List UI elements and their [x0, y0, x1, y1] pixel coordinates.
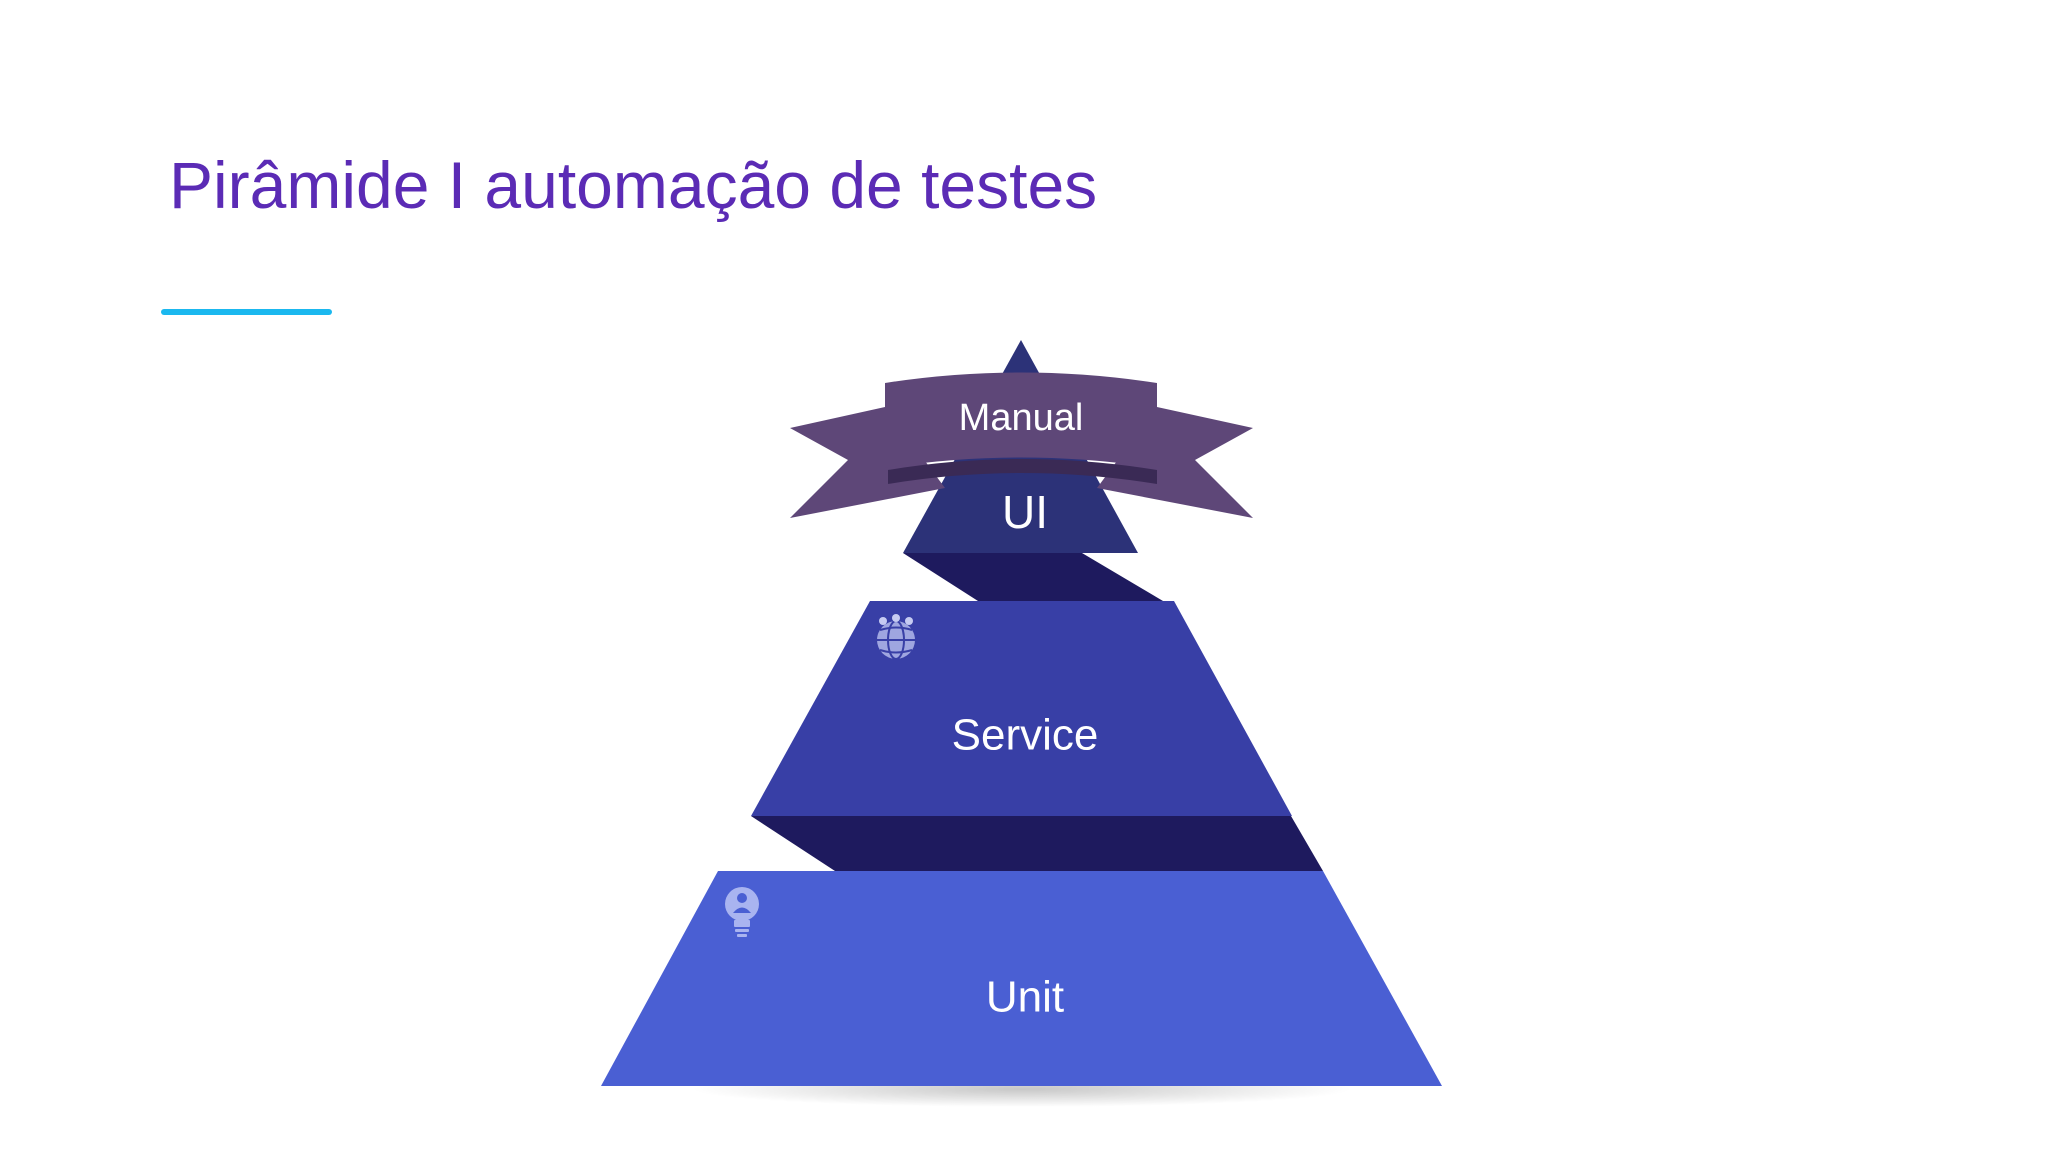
ribbon-left-tail [790, 407, 945, 518]
ribbon-band [885, 372, 1157, 468]
pyramid-level-unit [601, 871, 1442, 1086]
manual-ribbon: Manual [790, 372, 1253, 518]
ribbon-inner-fold [888, 459, 1157, 484]
pyramid-label-manual: Manual [959, 397, 1084, 439]
pyramid-level-service [751, 601, 1292, 816]
connector-ui-service [903, 553, 1163, 601]
pyramid-label-ui: UI [1002, 486, 1048, 538]
connector-service-unit [751, 816, 1323, 871]
slide-title: Pirâmide I automação de testes [169, 148, 1098, 222]
lightbulb-person-icon [725, 887, 759, 937]
pyramid-label-service: Service [952, 711, 1099, 760]
pyramid-label-unit: Unit [986, 973, 1064, 1022]
title-underline [161, 309, 332, 315]
people-globe-icon [877, 614, 915, 660]
ribbon-right-tail [1097, 407, 1253, 518]
